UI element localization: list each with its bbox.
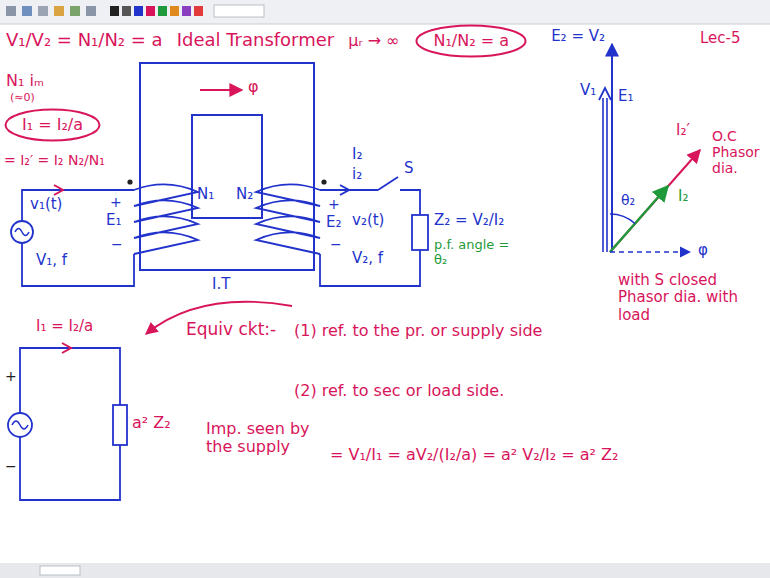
impedance-equation: Z₂ = V₂/I₂ (434, 212, 504, 229)
primary-current-arrow (54, 185, 63, 195)
phasor-label: φ (698, 242, 708, 259)
part-label: I.T (212, 276, 230, 293)
circled-equation: I₁ = I₂/a (4, 108, 101, 142)
angle-label: θ₂ (621, 192, 635, 208)
equiv-bottom-wire (20, 437, 120, 500)
e1-phasor (606, 98, 608, 252)
equiv-top-wire (20, 348, 120, 413)
emf-label: E₁ (106, 212, 122, 229)
core-outline (140, 63, 314, 270)
angle-arc (610, 214, 635, 224)
toolbar (0, 0, 770, 24)
secondary-winding (256, 184, 320, 254)
power-factor-note: p.f. angle = θ₂ (434, 238, 516, 268)
polarity-sign: − (5, 458, 17, 474)
current-equation: I₁ = I₂/a (36, 318, 93, 335)
status-bar (0, 563, 770, 578)
current-label: i₂ (352, 166, 362, 183)
current-equation: = I₂′ = I₂ N₂/N₁ (4, 152, 105, 168)
current-label: I₂ (352, 146, 362, 163)
impedance-equation: = V₁/I₁ = aV₂/(I₂/a) = a² V₂/I₂ = a² Z₂ (330, 446, 618, 464)
ac-source-symbol (11, 221, 33, 243)
circled-equation: N₁/N₂ = a (415, 24, 527, 58)
equiv-source-wave (12, 421, 28, 429)
secondary-bottom-wire (320, 250, 420, 286)
voltage-label: v₂(t) (352, 212, 384, 229)
polarity-sign: − (330, 236, 342, 252)
phasor-label: E₁ (618, 88, 634, 105)
flux-arrow (200, 89, 242, 91)
core-window (192, 115, 262, 218)
circle-outline-path (417, 26, 526, 57)
phasor-label: I₂′ (676, 122, 690, 139)
ac-source-wave (15, 229, 29, 236)
primary-winding (134, 184, 198, 254)
turns-label: N₁ (197, 186, 214, 203)
turns-label: N₂ (236, 186, 253, 203)
switch-label: S (404, 160, 414, 177)
permeability-note: μᵣ → ∞ (348, 32, 399, 50)
toolbar-border (0, 24, 770, 25)
phasor-note: O.C Phasor dia. (712, 128, 766, 176)
option-note: (1) ref. to the pr. or supply side (294, 322, 594, 340)
emf-label: E₂ (326, 214, 342, 231)
magnetizing-note: N₁ iₘ (6, 72, 44, 90)
polarity-dot (127, 179, 132, 184)
load-impedance-symbol (412, 215, 428, 250)
section-heading: Equiv ckt:- (186, 320, 276, 340)
approx-note: (≈0) (10, 92, 35, 105)
polarity-sign: − (111, 236, 123, 252)
impedance-note: Imp. seen by the supply (206, 420, 331, 457)
i2-prime-phasor (610, 150, 700, 252)
ratio-equation: V₁/V₂ = N₁/N₂ = a (6, 30, 163, 51)
formula-text: N₁/N₂ = a (433, 32, 509, 50)
i2-phasor (610, 186, 668, 252)
polarity-dot (321, 179, 326, 184)
option-note: (2) ref. to sec or load side. (294, 382, 504, 400)
secondary-current-arrow (340, 185, 349, 195)
formula-text: I₁ = I₂/a (22, 116, 83, 134)
switch-blade (378, 177, 398, 190)
flux-phasor (610, 251, 690, 253)
polarity-sign: + (5, 368, 17, 384)
voltage-label: V₁, f (36, 252, 67, 269)
v1-e1-arrowhead (599, 88, 611, 100)
circle-outline-path (6, 110, 100, 141)
voltage-label: V₂, f (352, 250, 383, 267)
lecture-number: Lec-5 (700, 30, 741, 47)
voltage-label: v₁(t) (30, 196, 62, 213)
load-wire (400, 190, 420, 215)
polarity-sign: + (328, 196, 340, 212)
heading-text: Ideal Transformer (177, 30, 335, 51)
phasor-label: I₂ (678, 188, 688, 205)
phasor-note: with S closed Phasor dia. with load (618, 272, 766, 324)
flux-label: φ (248, 78, 259, 96)
v1-phasor (602, 98, 604, 252)
e2-phasor (611, 44, 613, 252)
toolbar-icons (6, 5, 264, 17)
equiv-current-arrow (62, 343, 71, 353)
polarity-sign: + (110, 194, 122, 210)
equiv-source-symbol (8, 413, 32, 437)
layer-box (40, 566, 80, 575)
impedance-label: a² Z₂ (132, 414, 171, 432)
equiv-impedance-symbol (113, 405, 127, 445)
phasor-label: V₁ (580, 82, 596, 99)
phasor-label: E₂ = V₂ (551, 28, 605, 45)
